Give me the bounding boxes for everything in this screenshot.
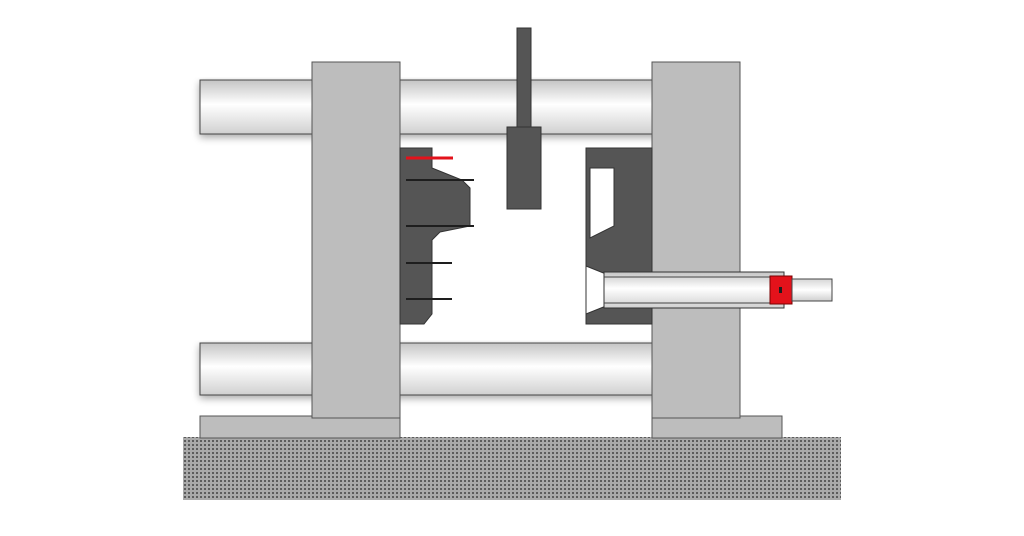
machine-base [183, 437, 841, 500]
moving-platen [311, 61, 401, 419]
screw-check-ring-mark [779, 287, 782, 293]
screw-rod [791, 278, 833, 302]
robot-arm-rod [516, 27, 532, 129]
upper-tie-bar [199, 79, 661, 135]
lower-tie-bar [199, 342, 661, 396]
injection-barrel [603, 271, 785, 309]
left-platen-foot [199, 415, 401, 439]
robot-gripper [506, 126, 542, 210]
mold-cavity [589, 167, 615, 239]
core-mold-half [399, 147, 471, 325]
right-platen-foot [651, 415, 783, 439]
fixed-platen [651, 61, 741, 419]
sprue-cone [585, 265, 607, 315]
